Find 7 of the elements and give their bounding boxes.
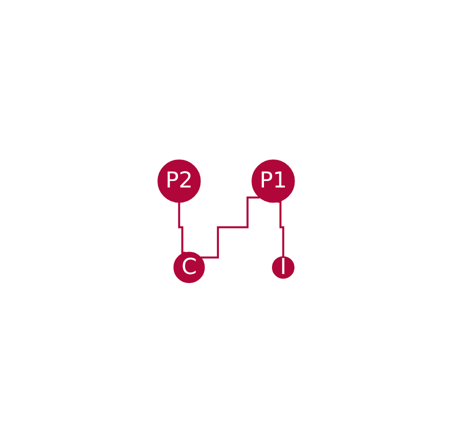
connector <box>200 196 260 258</box>
connector <box>278 200 284 258</box>
node-circle: P2 <box>157 160 201 203</box>
node-circle: C <box>173 252 205 284</box>
connector <box>178 201 186 254</box>
node-circle: P1 <box>251 160 295 203</box>
node-circle: I <box>272 256 294 279</box>
